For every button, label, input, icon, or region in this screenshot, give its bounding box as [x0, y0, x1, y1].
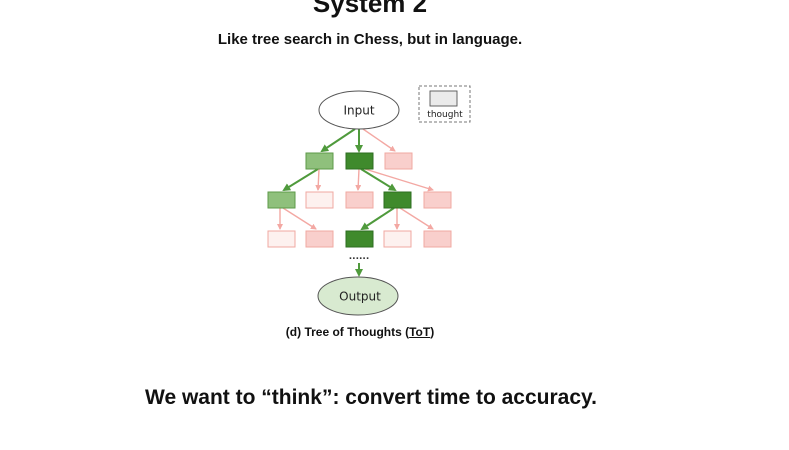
edge-l1a-to-l2b — [315, 168, 322, 191]
thought-l1-b — [345, 152, 374, 170]
ellipsis: ...... — [349, 252, 370, 262]
thought-l3-e — [423, 230, 452, 248]
thought-l3-a — [267, 230, 296, 248]
slide-title: System 2 — [312, 0, 428, 18]
slide-subtitle: Like tree search in Chess, but in langua… — [217, 31, 523, 48]
thought-l2-d — [383, 191, 412, 209]
input-label: Input — [343, 104, 374, 118]
caption-prefix: (d) Tree of Thoughts ( — [285, 325, 410, 339]
edge-l1b-to-l2e — [364, 168, 434, 192]
output-node — [317, 276, 399, 316]
edge-l2d-to-l3e — [399, 207, 434, 230]
thought-l2-a — [267, 191, 296, 209]
thought-l2-e — [423, 191, 452, 209]
thought-l3-d — [383, 230, 412, 248]
legend-label: thought — [427, 110, 463, 120]
output-label: Output — [339, 290, 381, 304]
caption-suffix: ) — [430, 325, 435, 339]
thought-l3-c — [345, 230, 374, 248]
edge-l1a-to-l2a — [282, 168, 319, 192]
edge-l2a-to-l3b — [282, 207, 317, 230]
edge-l2d-to-l3c — [360, 207, 395, 231]
edge-input-to-l1-right — [362, 128, 396, 152]
legend-box — [418, 85, 471, 123]
diagram-caption: (d) Tree of Thoughts (ToT) — [180, 325, 540, 339]
edge-l1b-to-l2d — [360, 168, 397, 192]
thought-l2-b — [305, 191, 334, 209]
input-node — [318, 90, 400, 130]
thought-l1-a — [305, 152, 334, 170]
caption-abbrev: ToT — [409, 325, 431, 339]
bottom-statement: We want to “think”: convert time to accu… — [145, 386, 597, 409]
legend-thought-swatch — [429, 90, 458, 107]
thought-l3-b — [305, 230, 334, 248]
thought-l2-c — [345, 191, 374, 209]
thought-l1-c — [384, 152, 413, 170]
edge-input-to-l1-left — [320, 128, 356, 153]
edge-l1b-to-l2c — [355, 168, 362, 191]
